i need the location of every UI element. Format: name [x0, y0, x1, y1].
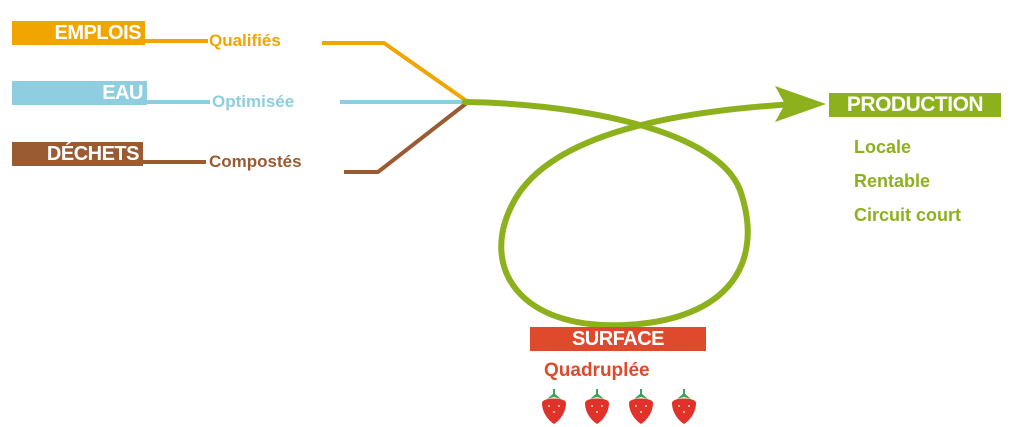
eau-band: EAU — [12, 81, 147, 105]
strawberry-icon — [672, 389, 696, 424]
flow-loop-line — [462, 99, 798, 329]
production-item: Rentable — [854, 171, 931, 191]
emplois-qualifier: Qualifiés — [209, 31, 281, 50]
strawberry-icon — [629, 389, 653, 424]
flow-arrowhead — [775, 86, 826, 122]
strawberry-icon — [542, 389, 566, 424]
surface-qualifier: Quadruplée — [544, 360, 650, 381]
dechets-connector-line — [143, 100, 470, 174]
production-item: Locale — [854, 137, 912, 157]
dechets-qualifier: Compostés — [209, 152, 302, 171]
dechets-band: DÉCHETS — [12, 142, 143, 166]
production-band: PRODUCTION — [829, 93, 1001, 117]
emplois-band: EMPLOIS — [12, 21, 145, 45]
production-list: Locale Rentable Circuit court — [854, 130, 961, 232]
emplois-connector-line — [145, 39, 470, 104]
surface-band: SURFACE — [530, 327, 706, 351]
strawberry-icon — [585, 389, 609, 424]
eau-qualifier: Optimisée — [212, 92, 295, 111]
production-item: Circuit court — [854, 205, 962, 225]
